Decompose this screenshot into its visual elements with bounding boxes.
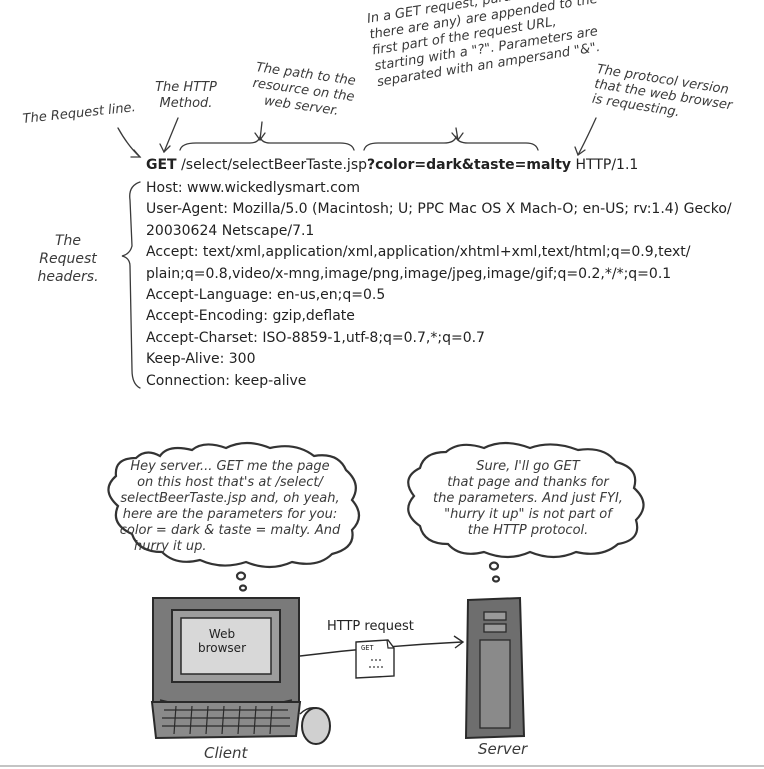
header-line: Connection: keep-alive — [146, 372, 307, 389]
header-line: User-Agent: Mozilla/5.0 (Macintosh; U; P… — [146, 201, 732, 218]
server-bubble-line: the parameters. And just FYI, — [433, 491, 623, 506]
client-bubble-line: selectBeerTaste.jsp and, oh yeah, — [120, 491, 340, 506]
server-tower — [464, 596, 526, 740]
arrow-protocol — [577, 117, 597, 156]
client-bubble-line: Hey server... GET me the page — [130, 459, 330, 474]
header-line: Accept-Charset: ISO-8859-1,utf-8;q=0.7,*… — [146, 329, 485, 346]
server-bubble-text: Sure, I'll go GET that page and thanks f… — [420, 459, 636, 539]
annotation-http-method: The HTTP Method. — [155, 80, 217, 111]
header-line: Accept: text/xml,application/xml,applica… — [146, 244, 691, 261]
arrow-http-method — [163, 117, 179, 153]
client-bubble-line: color = dark & taste = malty. And — [119, 523, 341, 538]
server-bubble-line: the HTTP protocol. — [467, 523, 589, 538]
header-line: Accept-Encoding: gzip,deflate — [146, 308, 355, 325]
header-line: Keep-Alive: 300 — [146, 351, 256, 368]
request-document-icon — [355, 639, 395, 679]
server-bubble-line: "hurry it up" is not part of — [444, 507, 612, 522]
http-request-label: HTTP request — [327, 619, 414, 634]
arrow-params — [455, 127, 459, 141]
request-line: GET /select/selectBeerTaste.jsp?color=da… — [146, 157, 638, 173]
header-line: Host: www.wickedlysmart.com — [146, 180, 360, 196]
server-label: Server — [478, 740, 528, 758]
request-method: GET — [146, 157, 177, 173]
get-label: GET — [361, 644, 374, 652]
client-computer — [150, 597, 331, 745]
annotation-request-headers: The Request headers. — [37, 233, 99, 285]
request-path: /select/selectBeerTaste.jsp — [181, 157, 368, 173]
request-version: HTTP/1.1 — [575, 157, 639, 173]
client-bubble-line: here are the parameters for you: — [122, 507, 338, 522]
client-bubble-text: Hey server... GET me the page on this ho… — [114, 459, 346, 555]
brace-params — [363, 134, 539, 151]
client-thought-bubble — [107, 441, 361, 592]
request-query: ?color=dark&taste=malty — [367, 157, 572, 173]
server-bubble-line: Sure, I'll go GET — [476, 459, 580, 474]
client-label: Client — [204, 744, 248, 762]
server-thought-bubble — [407, 441, 645, 583]
brace-headers — [121, 181, 141, 389]
client-bubble-line: on this host that's at /select/ — [137, 475, 323, 490]
request-headers: Host: www.wickedlysmart.com User-Agent: … — [146, 178, 732, 392]
web-browser-label: Web browser — [197, 627, 246, 655]
brace-path — [179, 134, 355, 151]
header-line: Accept-Language: en-us,en;q=0.5 — [146, 287, 386, 304]
header-line: plain;q=0.8,video/x-mng,image/png,image/… — [146, 265, 672, 282]
header-line: 20030624 Netscape/7.1 — [146, 222, 315, 239]
server-bubble-line: that page and thanks for — [447, 475, 609, 490]
client-bubble-line: hurry it up. — [134, 539, 207, 554]
